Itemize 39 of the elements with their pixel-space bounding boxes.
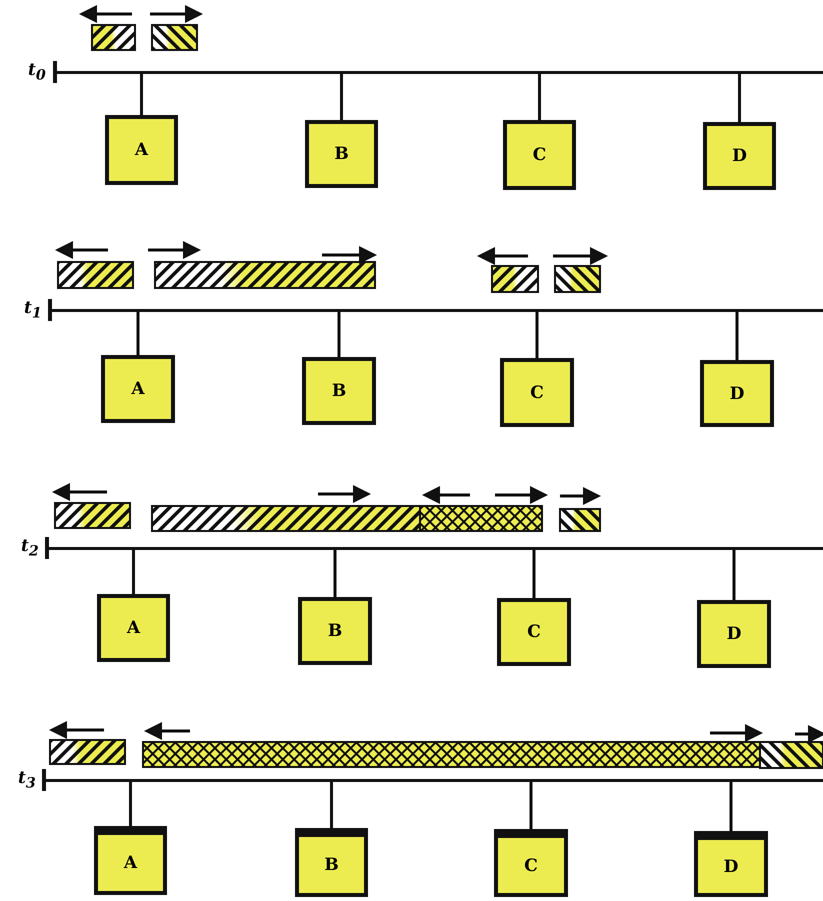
connector-line	[530, 782, 532, 829]
station-box: D	[694, 831, 768, 897]
station-box: C	[494, 829, 568, 897]
time-label: t$_{1}$	[24, 298, 42, 322]
station-box: D	[700, 360, 774, 427]
station-box: D	[697, 600, 771, 668]
station-box: B	[305, 120, 378, 188]
connector-line	[330, 782, 333, 828]
station-box: C	[497, 598, 571, 666]
station-box: A	[105, 115, 178, 185]
station-box: A	[101, 355, 175, 423]
time-label: t$_{3}$	[18, 768, 36, 792]
connector-line	[132, 550, 135, 594]
connector-line	[340, 74, 343, 120]
station-box: B	[298, 597, 372, 665]
station-box: B	[302, 357, 376, 425]
connector-line	[338, 312, 340, 357]
station-box: C	[500, 358, 574, 427]
connector-line	[736, 312, 738, 360]
station-box: C	[503, 120, 576, 190]
connector-line	[334, 550, 336, 597]
connector-line	[140, 74, 143, 115]
connector-line	[136, 312, 140, 355]
bus-line	[44, 779, 823, 782]
connector-line	[730, 782, 732, 831]
connector-line	[538, 74, 541, 120]
bus-line	[47, 547, 823, 550]
connector-line	[732, 550, 736, 600]
connector-line	[129, 782, 132, 826]
connector-line	[738, 74, 741, 122]
connector-line	[532, 550, 536, 598]
time-label: t$_{2}$	[21, 536, 39, 560]
bus-line	[55, 71, 823, 74]
station-box: A	[97, 594, 170, 662]
station-box: D	[703, 122, 776, 190]
station-box: B	[295, 828, 368, 897]
bus-line	[50, 309, 823, 312]
station-box: A	[94, 826, 167, 895]
time-label: t$_{0}$	[28, 60, 46, 84]
